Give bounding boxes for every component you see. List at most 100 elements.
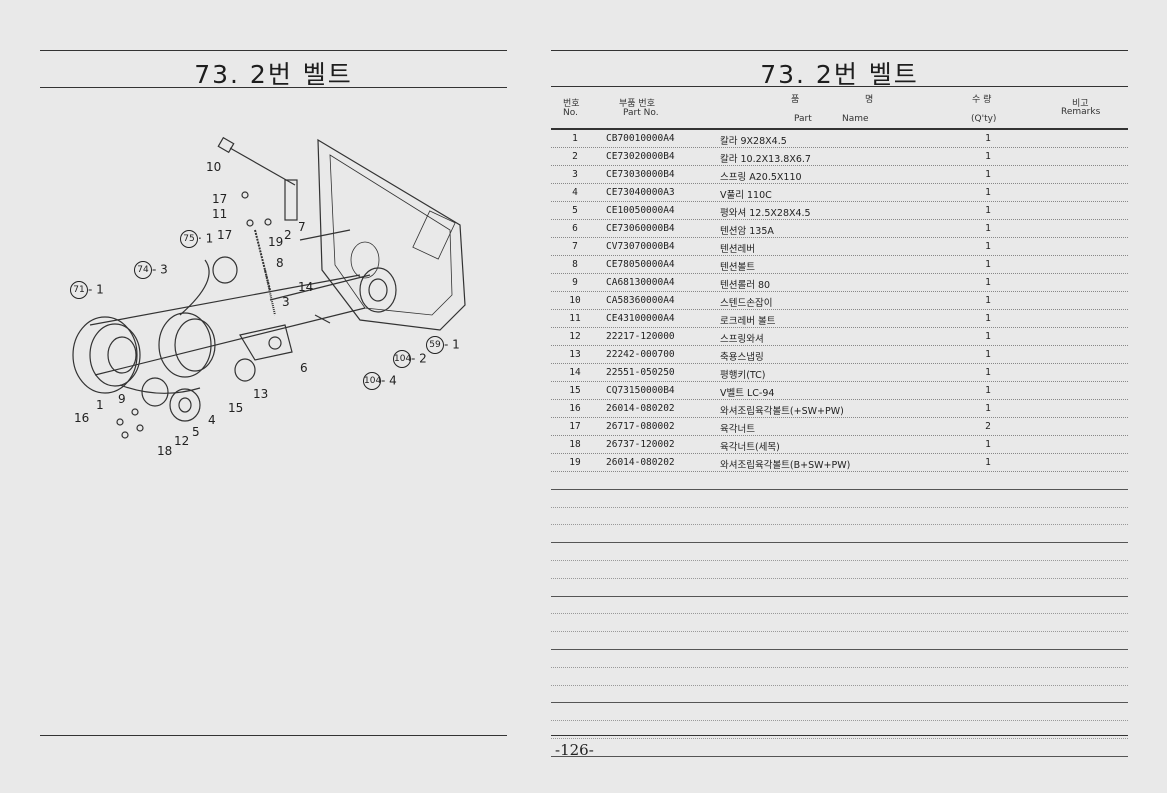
empty-table-row: [551, 597, 1128, 615]
left-page-title: 73. 2번 벨트: [194, 60, 353, 89]
empty-table-row: [551, 614, 1128, 633]
header-name-ko-1: 품: [791, 95, 800, 105]
cell-part-name: 축용스냅링: [720, 352, 764, 363]
empty-table-row: [551, 703, 1128, 722]
cell-qty: 1: [985, 277, 991, 288]
cell-no: 1: [572, 133, 578, 144]
cell-qty: 1: [985, 259, 991, 270]
header-name-en-1: Part: [794, 114, 812, 124]
cell-part-no: 22242-000700: [606, 349, 675, 360]
header-remarks-ko: 비고: [1072, 99, 1089, 109]
header-part-en: Part No.: [623, 108, 659, 118]
callout-17-top: 17: [212, 192, 228, 206]
cell-qty: 1: [985, 385, 991, 396]
cell-no: 4: [572, 187, 578, 198]
callout-5: 5: [192, 425, 200, 439]
cell-qty: 1: [985, 457, 991, 468]
cell-part-name: 텐션볼트: [720, 262, 755, 273]
title-underline: [40, 87, 507, 88]
cell-no: 10: [569, 295, 581, 306]
cell-part-name: 로크레버 볼트: [720, 316, 776, 327]
callout-4: 4: [208, 413, 216, 427]
cell-no: 12: [569, 331, 581, 342]
cell-part-name: 칼라 9X28X4.5: [720, 136, 787, 147]
cell-no: 8: [572, 259, 578, 270]
empty-table-row: [551, 508, 1128, 526]
bottom-rule: [40, 735, 507, 736]
callout-3: 3: [282, 295, 290, 309]
callout-7: 7: [298, 220, 306, 234]
cell-part-name: 칼라 10.2X13.8X6.7: [720, 154, 811, 165]
callout-2: 2: [284, 228, 292, 242]
cell-part-name: 육각너트(세목): [720, 442, 780, 453]
cell-part-no: 22551-050250: [606, 367, 675, 378]
cell-part-name: 스프링 A20.5X110: [720, 172, 802, 183]
callout-75: 75· 1: [180, 230, 213, 248]
header-name-ko-2: 명: [865, 95, 874, 105]
callout-71: 71- 1: [70, 281, 104, 299]
callout-104-4: 104- 4: [363, 372, 397, 390]
callout-59: 59- 1: [426, 336, 460, 354]
cell-qty: 1: [985, 133, 991, 144]
cell-part-name: 스텐드손잡이: [720, 298, 773, 309]
title-underline-right: [551, 86, 1128, 87]
cell-qty: 1: [985, 331, 991, 342]
cell-part-name: 텐션레버: [720, 244, 755, 255]
cell-part-name: V풀리 110C: [720, 190, 772, 201]
cell-no: 17: [569, 421, 581, 432]
cell-part-name: 육각너트: [720, 424, 755, 435]
empty-table-row: [551, 579, 1128, 597]
cell-part-no: CA58360000A4: [606, 295, 675, 306]
cell-no: 11: [569, 313, 581, 324]
cell-no: 15: [569, 385, 581, 396]
cell-part-no: CE73040000A3: [606, 187, 675, 198]
cell-qty: 1: [985, 223, 991, 234]
header-no-ko: 번호: [563, 99, 580, 109]
cell-part-no: CE43100000A4: [606, 313, 675, 324]
cell-part-no: 26717-080002: [606, 421, 675, 432]
cell-part-no: 26014-080202: [606, 457, 675, 468]
callout-19: 19: [268, 235, 284, 249]
top-rule-right: [551, 50, 1128, 51]
cell-no: 9: [572, 277, 578, 288]
empty-table-row: [551, 721, 1128, 739]
cell-part-no: 26014-080202: [606, 403, 675, 414]
cell-part-name: 와셔조립육각볼트(B+SW+PW): [720, 460, 851, 471]
cell-qty: 1: [985, 151, 991, 162]
callout-8: 8: [276, 256, 284, 270]
callout-15: 15: [228, 401, 244, 415]
callout-18: 18: [157, 444, 173, 458]
callout-6: 6: [300, 361, 308, 375]
cell-part-name: 평행키(TC): [720, 370, 766, 381]
empty-table-row: [551, 739, 1128, 757]
empty-table-row: [551, 472, 1128, 490]
cell-qty: 1: [985, 205, 991, 216]
cell-part-name: 평와셔 12.5X28X4.5: [720, 208, 811, 219]
cell-no: 14: [569, 367, 581, 378]
right-page-title: 73. 2번 벨트: [760, 60, 919, 89]
belt-assembly-diagram: 10 17 11 17 75· 1 19 2 7 74- 3 8 71- 1 1…: [60, 130, 480, 470]
empty-table-row: [551, 561, 1128, 579]
empty-table-row: [551, 490, 1128, 508]
cell-no: 13: [569, 349, 581, 360]
empty-table-row: [551, 632, 1128, 650]
cell-part-name: 텐션롤러 80: [720, 280, 771, 291]
callout-10: 10: [206, 160, 222, 174]
cell-no: 2: [572, 151, 578, 162]
cell-part-no: CV73070000B4: [606, 241, 675, 252]
